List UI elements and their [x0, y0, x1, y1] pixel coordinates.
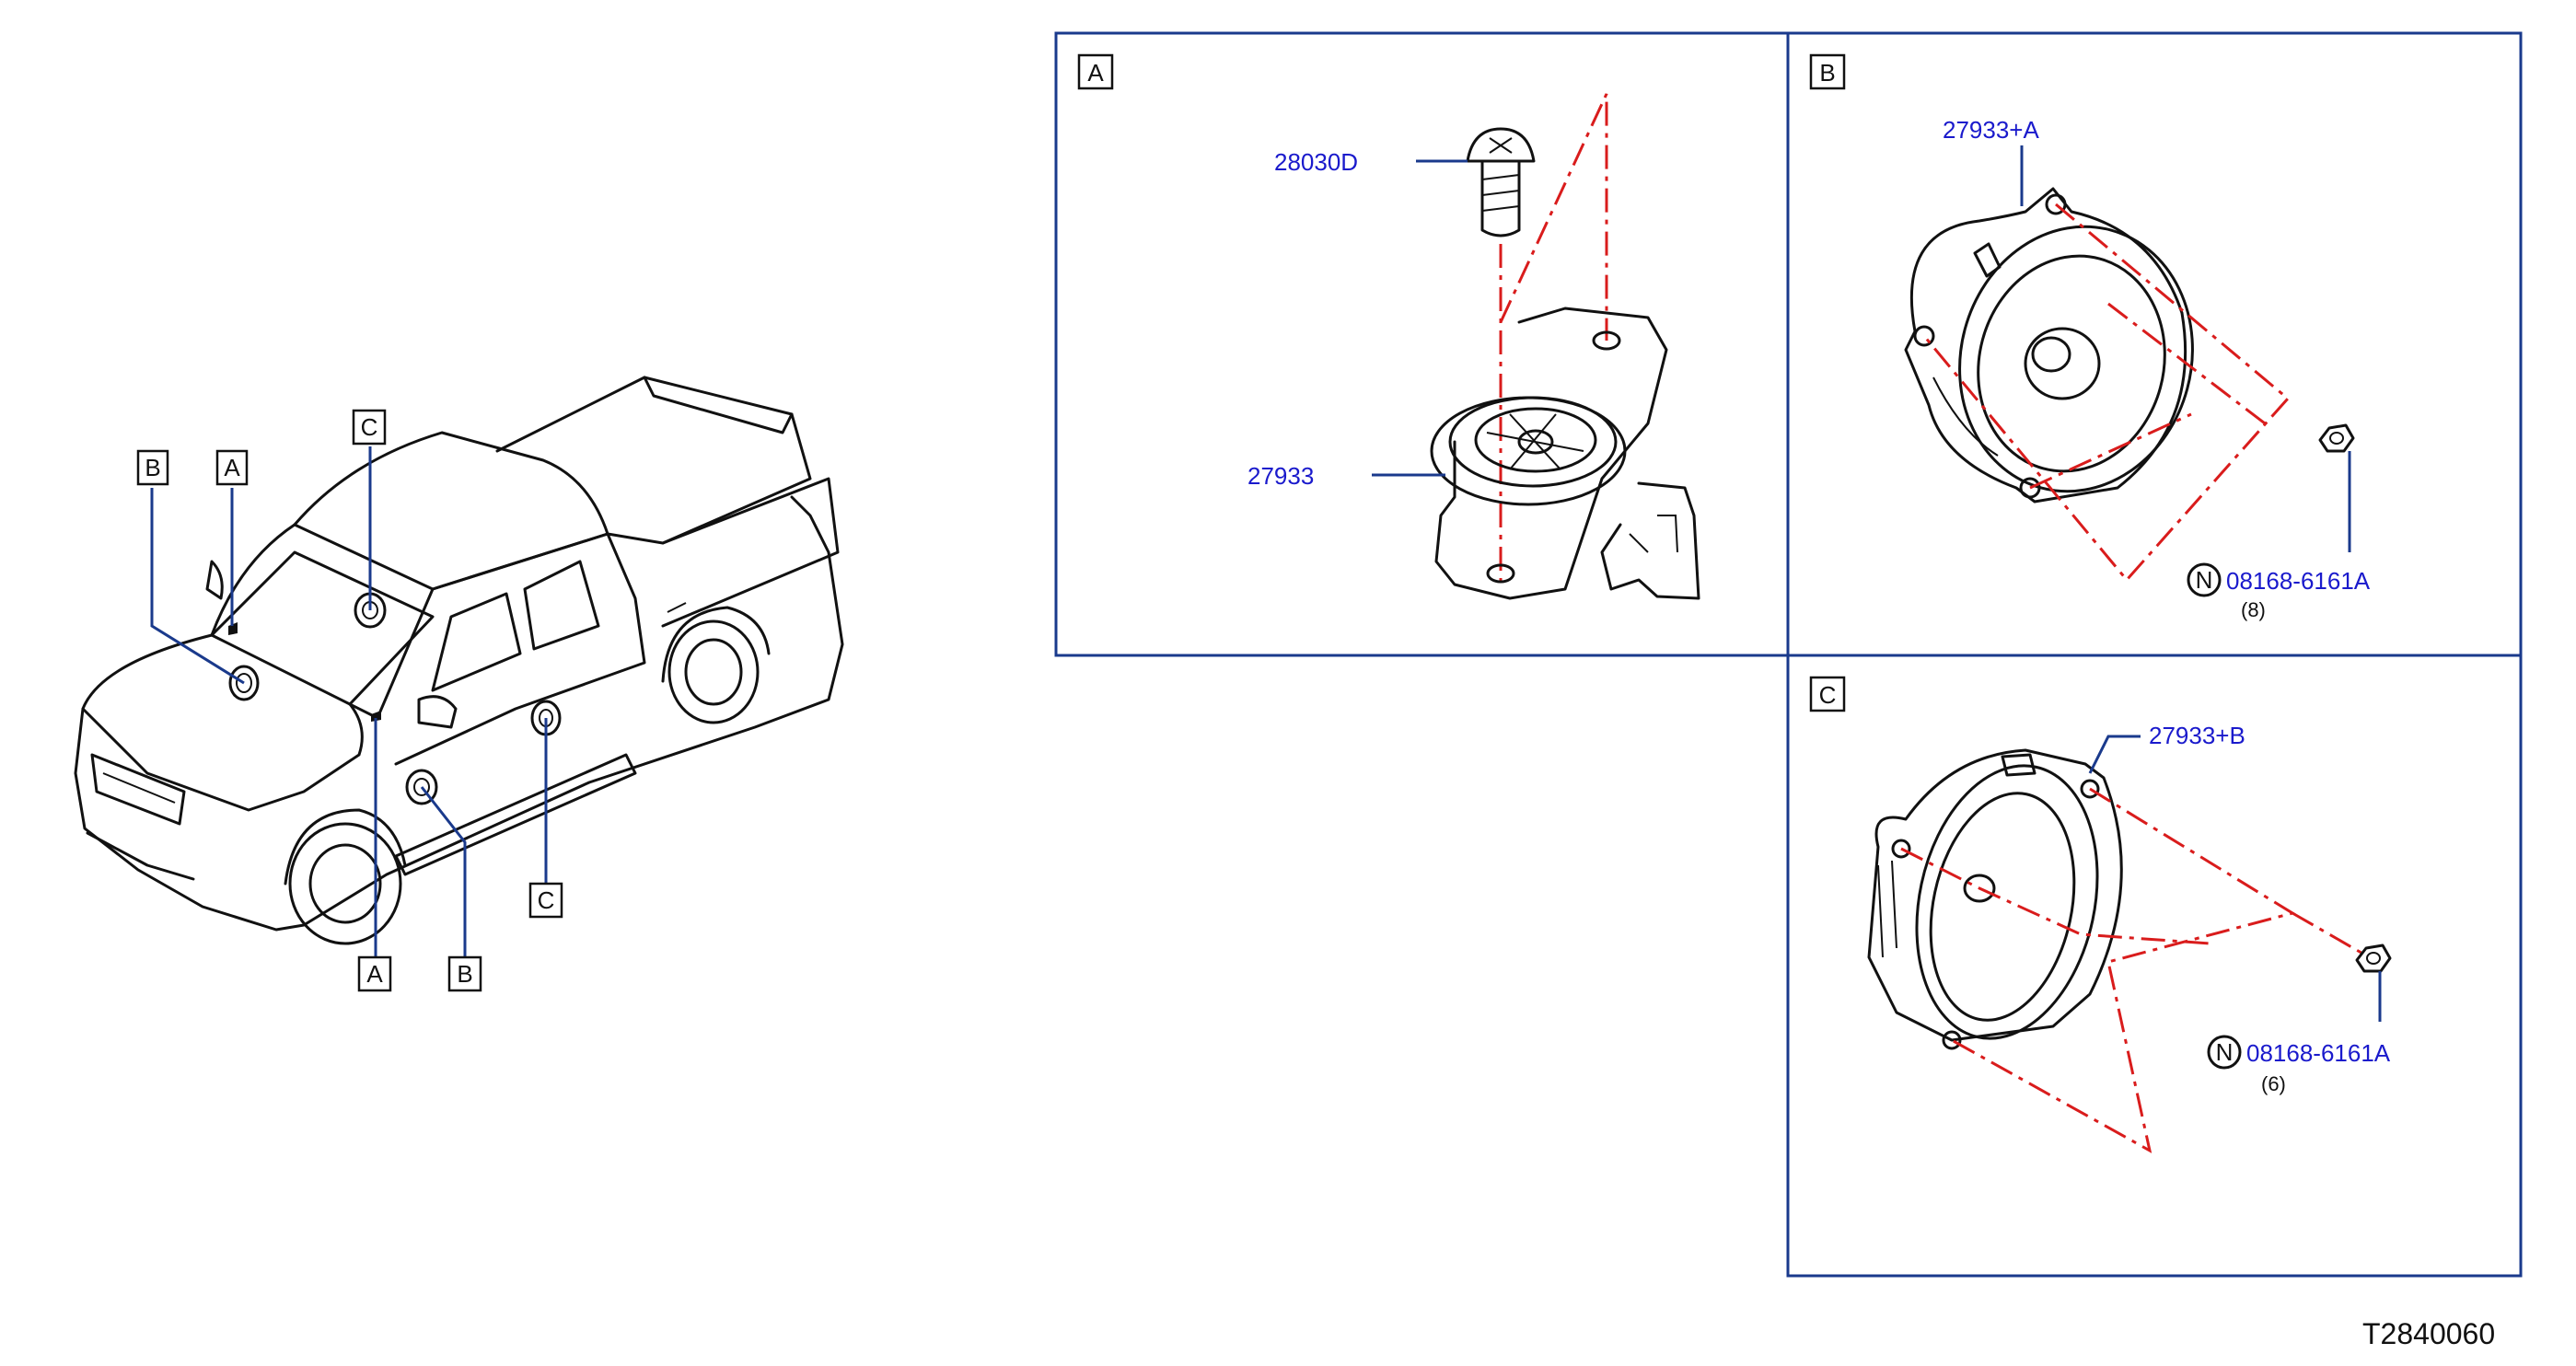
- callout-a-top: A: [215, 449, 249, 486]
- nut-b-symbol: N: [2187, 562, 2222, 597]
- panel-a-frame: [1054, 31, 1790, 657]
- nut-c-quantity: (6): [2261, 1072, 2286, 1095]
- svg-text:C: C: [361, 413, 378, 441]
- speaker-b-part-number: 27933+A: [1943, 116, 2039, 144]
- speaker-27933-b: [1867, 748, 2123, 1050]
- svg-text:B: B: [145, 454, 160, 481]
- drawing-code: T2840060: [2362, 1317, 2495, 1350]
- svg-text:N: N: [2196, 566, 2213, 594]
- screw-28030d: [1466, 127, 1536, 237]
- svg-text:B: B: [1819, 59, 1835, 87]
- speaker-27933: [1430, 307, 1700, 600]
- speaker-27933-a: [1904, 187, 2194, 504]
- panel-c-frame: [1786, 654, 2523, 1278]
- panel-c: C 27933+B N 08168-6161A (6): [1786, 654, 2523, 1278]
- panel-b: B 27933+A N 08168-6161A (8): [1786, 31, 2523, 657]
- speaker-a-part-number: 27933: [1247, 462, 1314, 490]
- callout-c-top: C: [352, 409, 387, 446]
- nut-c-part-number: 08168-6161A: [2246, 1039, 2391, 1067]
- svg-text:A: A: [224, 454, 240, 481]
- panel-a-label: A: [1077, 53, 1114, 90]
- speaker-c-part-number: 27933+B: [2149, 722, 2245, 749]
- panel-c-label: C: [1809, 676, 1846, 712]
- callout-b-bottom: B: [447, 955, 482, 992]
- panel-a: A 28030D 27933: [1054, 31, 1790, 657]
- callout-a-bottom: A: [357, 955, 392, 992]
- svg-text:N: N: [2216, 1038, 2234, 1066]
- panel-b-label: B: [1809, 53, 1846, 90]
- nut-b: [2318, 423, 2355, 453]
- svg-text:C: C: [538, 886, 555, 914]
- callout-c-bottom: C: [528, 882, 563, 919]
- svg-text:C: C: [1819, 681, 1837, 709]
- svg-text:A: A: [366, 960, 383, 988]
- nut-c: [2355, 943, 2392, 973]
- screw-part-number: 28030D: [1274, 148, 1358, 176]
- panel-b-frame: [1786, 31, 2523, 657]
- svg-text:A: A: [1087, 59, 1104, 87]
- vehicle-speaker-a-right: [371, 711, 381, 722]
- svg-text:B: B: [457, 960, 472, 988]
- vehicle-speaker-b-front: [228, 665, 260, 701]
- vehicle-speaker-b-right: [405, 769, 438, 805]
- callout-b-top: B: [136, 449, 169, 486]
- nut-b-quantity: (8): [2241, 598, 2266, 621]
- nut-c-symbol: N: [2207, 1035, 2242, 1070]
- vehicle-illustration: B A C A B C: [74, 376, 844, 992]
- nut-b-part-number: 08168-6161A: [2226, 567, 2371, 595]
